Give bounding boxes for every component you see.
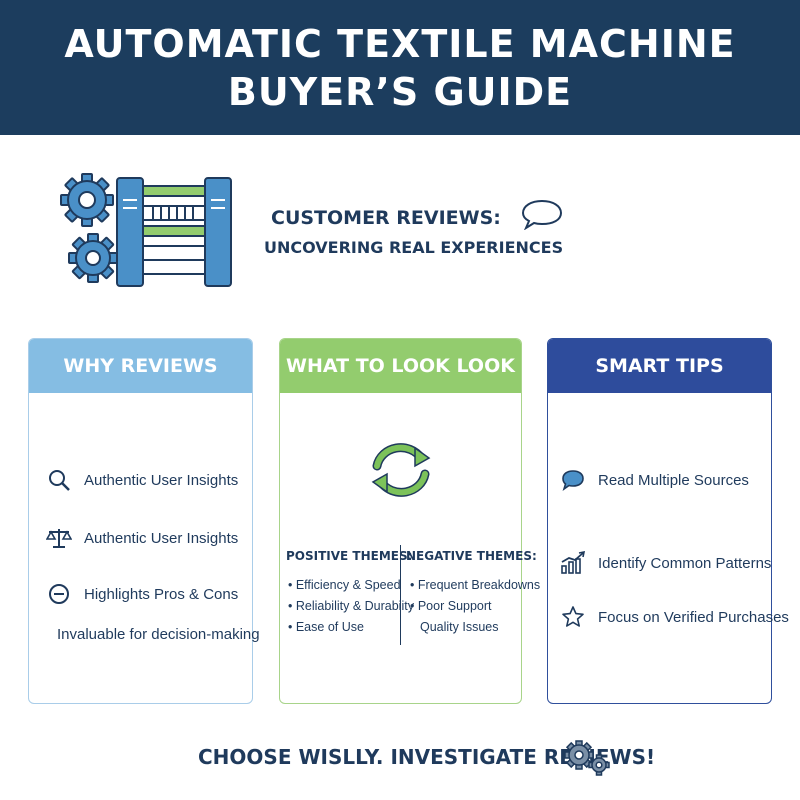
positive-theme-item: • Reliability & Durabiity <box>288 599 414 613</box>
card-why-reviews: WHY REVIEWS <box>28 338 253 704</box>
bar-chart-icon <box>560 550 586 576</box>
page-title-line2: BUYER’S GUIDE <box>227 69 573 114</box>
list-item: Authentic User Insights <box>46 467 238 493</box>
positive-themes-heading: POSITIVE THEMES: <box>286 549 413 563</box>
list-item-label: Authentic User Insights <box>84 529 239 547</box>
list-item: Read Multiple Sources <box>560 467 749 493</box>
chat-bubble-icon <box>560 467 586 493</box>
card-title: WHAT TO LOOK LOOK <box>280 339 521 393</box>
header-banner: AUTOMATIC TEXTILE MACHINE BUYER’S GUIDE <box>0 0 800 135</box>
negative-theme-item: • Frequent Breakdowns <box>410 578 541 592</box>
star-icon <box>560 604 586 630</box>
list-item-label: Read Multiple Sources <box>598 471 749 489</box>
page-title-line1: AUTOMATIC TEXTILE MACHINE <box>64 21 736 66</box>
list-item-label: Identify Common Patterns <box>598 554 772 572</box>
section-heading: CUSTOMER REVIEWS: <box>271 207 501 229</box>
magnifier-icon <box>46 467 72 493</box>
list-item-label: Focus on Verified Purchases <box>598 608 789 626</box>
card-title: SMART TIPS <box>548 339 771 393</box>
list-item: Authentic User Insights <box>46 525 238 551</box>
list-item: Focus on Verified Purchases <box>560 604 789 630</box>
negative-theme-item: Quality Issues <box>420 620 499 634</box>
positive-theme-item: • Ease of Use <box>288 620 364 634</box>
list-item-label: Authentic User Insights <box>84 471 239 489</box>
card-smart-tips: SMART TIPS <box>547 338 772 704</box>
cycle-arrows-icon <box>371 443 431 497</box>
gears-icon <box>564 740 610 776</box>
section-subheading: UNCOVERING REAL EXPERIENCES <box>264 238 564 257</box>
textile-machine-icon <box>60 173 232 287</box>
card-note: Invaluable for decision-making <box>57 626 260 643</box>
minus-circle-icon <box>46 581 72 607</box>
negative-theme-item: • Poor Support <box>410 599 492 613</box>
list-item-label: Highlights Pros & Cons <box>84 585 239 603</box>
list-item: Identify Common Patterns <box>560 550 771 576</box>
negative-themes-heading: NEGATIVE THEMES: <box>406 549 537 563</box>
speech-bubble-icon <box>521 199 563 230</box>
card-what-to-look: WHAT TO LOOK LOOK <box>279 338 522 704</box>
positive-theme-item: • Efficiency & Speed <box>288 578 401 592</box>
card-title: WHY REVIEWS <box>29 339 252 393</box>
themes-divider <box>400 545 401 645</box>
list-item: Highlights Pros & Cons <box>46 581 238 607</box>
scales-icon <box>46 525 72 551</box>
